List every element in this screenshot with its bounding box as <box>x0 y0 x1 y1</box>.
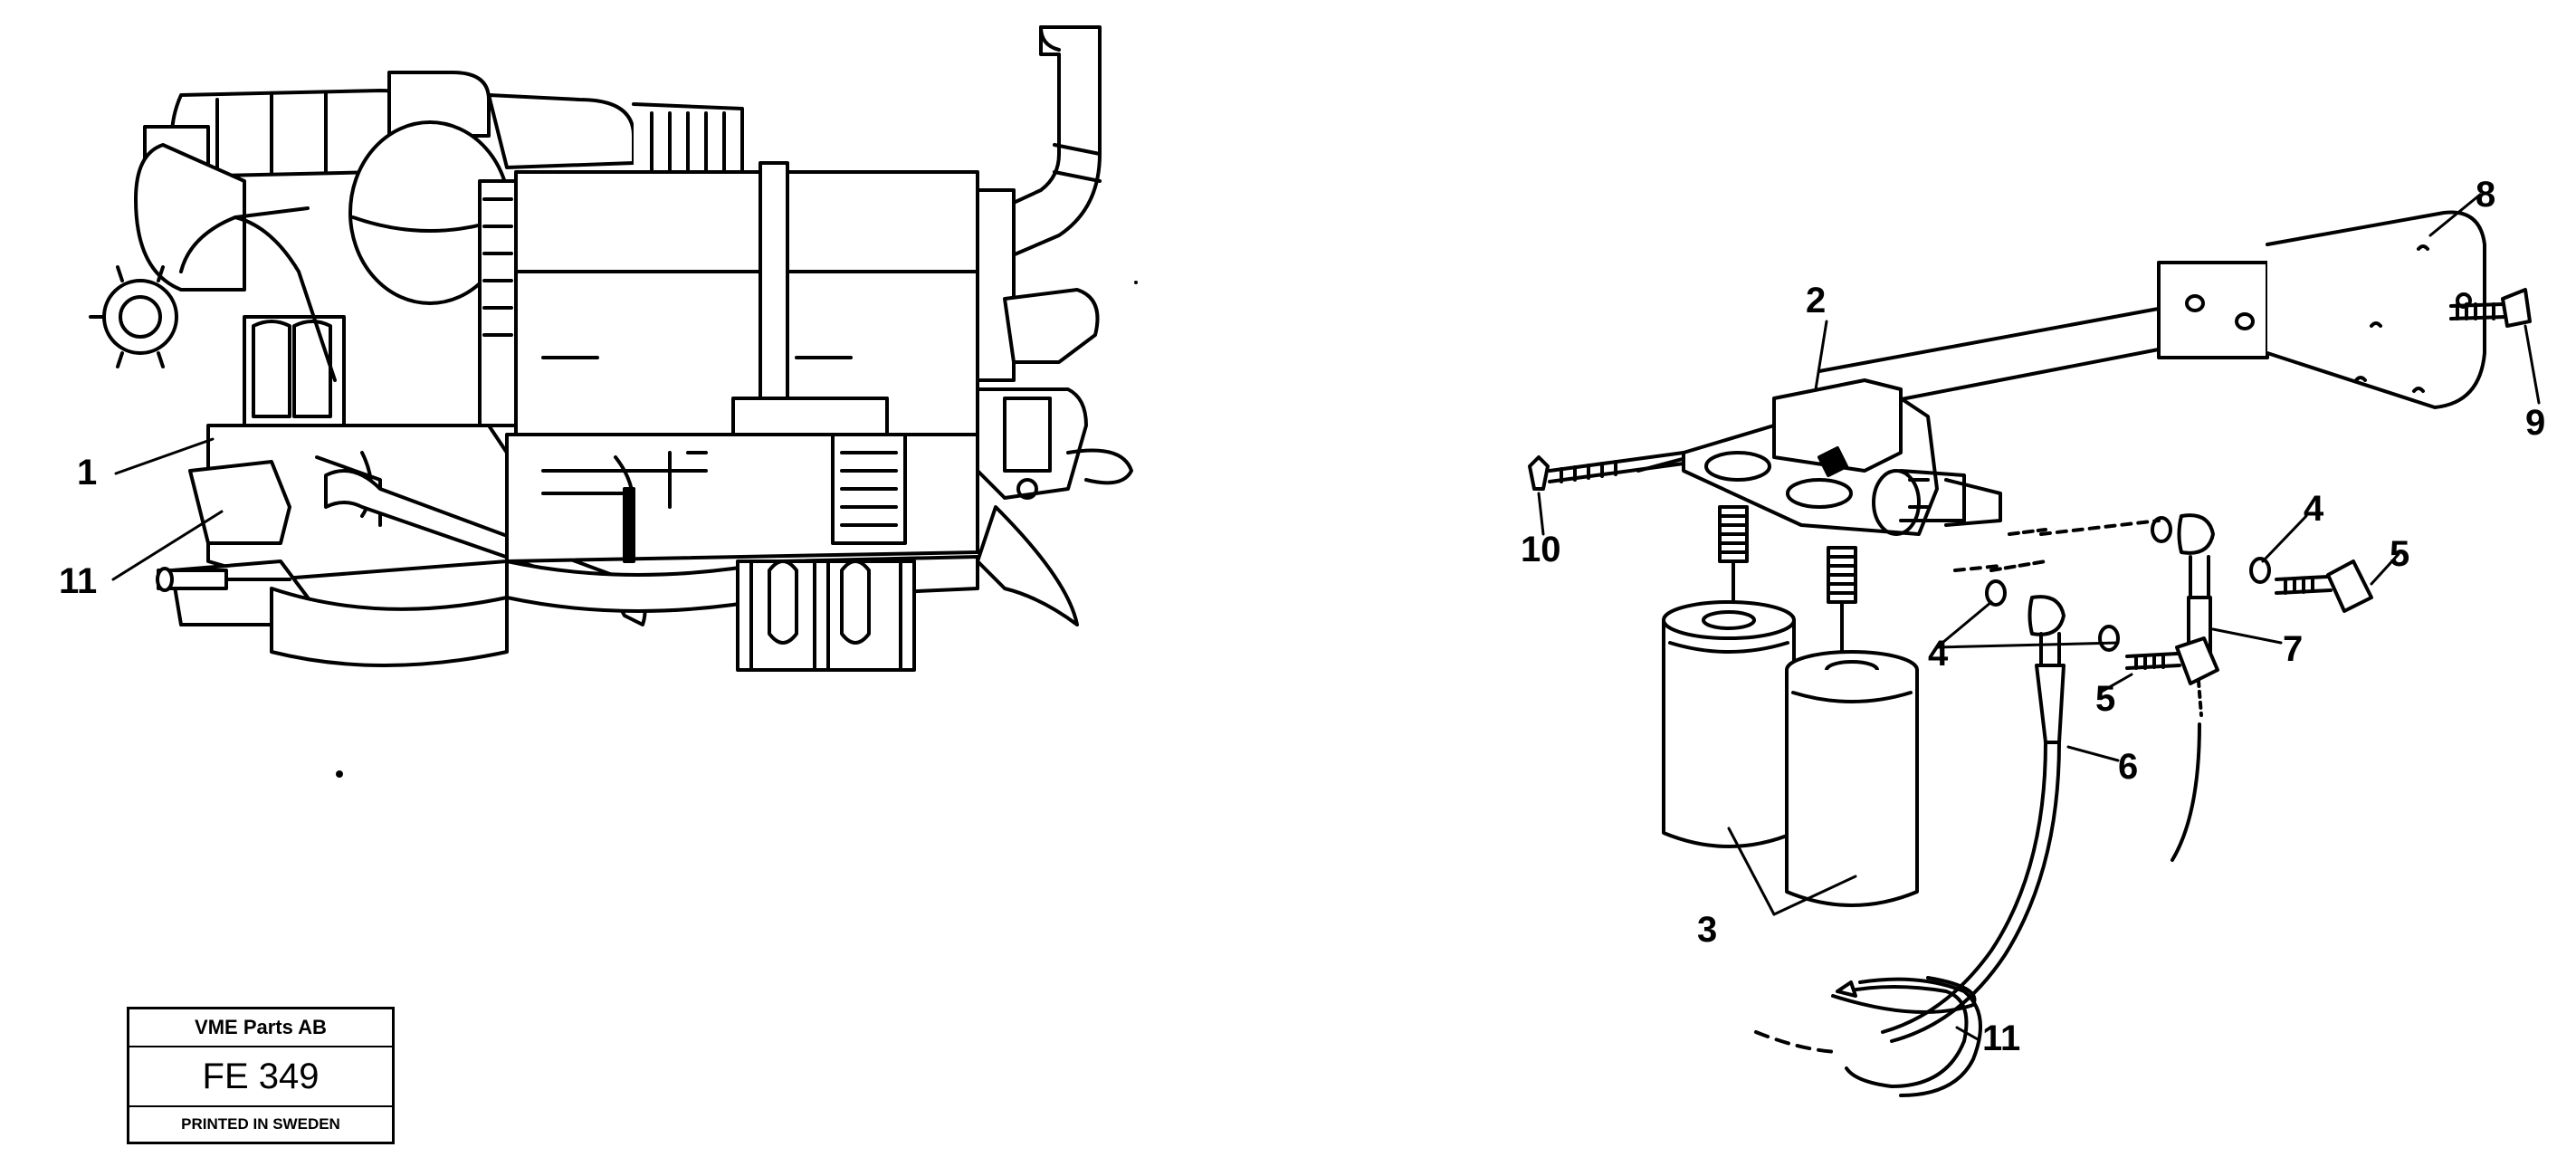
callout-8: 8 <box>2476 175 2495 215</box>
callout-labels: 1 11 2 3 4 4 5 5 6 7 8 9 10 11 <box>59 175 2545 1058</box>
callout-5-lower: 5 <box>2095 679 2115 719</box>
title-stamp: VME Parts AB FE 349 PRINTED IN SWEDEN <box>127 1007 395 1144</box>
filter-assembly-illustration <box>1528 210 2532 1097</box>
callout-4-upper: 4 <box>2304 489 2324 529</box>
leader-lines <box>111 193 2541 1041</box>
callout-11-engine: 11 <box>59 561 97 601</box>
stamp-printed-in: PRINTED IN SWEDEN <box>181 1115 340 1133</box>
callout-11-clamp: 11 <box>1982 1018 2020 1058</box>
callout-7: 7 <box>2283 629 2303 669</box>
callout-6: 6 <box>2118 747 2138 787</box>
callout-3: 3 <box>1697 910 1717 950</box>
callout-9: 9 <box>2525 403 2545 443</box>
engine-illustration <box>89 25 1133 672</box>
stamp-company: VME Parts AB <box>129 1009 392 1047</box>
callout-4-lower: 4 <box>1928 634 1949 674</box>
callout-10: 10 <box>1521 530 1561 569</box>
callout-5-upper: 5 <box>2390 534 2409 574</box>
callout-2: 2 <box>1806 281 1826 320</box>
stamp-drawing-code: FE 349 <box>129 1047 392 1107</box>
callout-1: 1 <box>77 453 97 492</box>
